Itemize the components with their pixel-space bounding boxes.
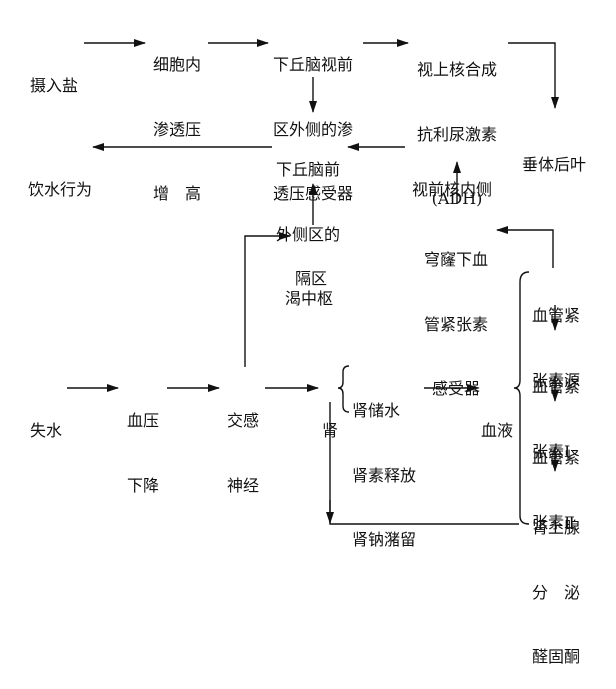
node-line: 肾储水 [352,401,401,420]
node-line: 肾钠潴留 [352,530,417,549]
arrow-layer [67,39,559,525]
node-thirst-center: 下丘脑前 外侧区的 渴中枢 [276,116,342,331]
node-line: 张素Ⅱ [532,512,575,532]
node-line: 增 高 [153,184,202,203]
brace-blood-products [513,271,530,525]
node-line: 交感 [227,411,260,430]
node-line: (ADH) [431,189,483,208]
node-line: 醛固酮 [532,647,581,666]
node-line: 肾上腺 [532,518,581,537]
node-angiotensinogen: 血管紧 张素源 [532,262,580,413]
node-line: 肾 [322,421,339,440]
node-line: 下丘脑前 [276,160,341,179]
node-septal-area: 隔区 [295,225,327,311]
node-line: 穹窿下血 [423,250,488,269]
node-line: 血管紧 [532,306,581,325]
node-line: 垂体后叶 [522,155,587,174]
arrow-angiotensinogen-to-sfo [496,226,554,268]
node-adh-synthesis: 视上核合成 抗利尿激素 (ADH) [410,16,504,231]
node-line: 管紧张素 [423,314,488,334]
node-line: 下丘脑视前 [273,55,354,74]
node-line: 神经 [227,475,260,495]
node-line: 分 泌 [532,582,581,602]
node-sfo-receptor: 穹窿下血 管紧张素 感受器 [420,206,492,421]
node-line: 抗利尿激素 [416,124,497,144]
node-line: 渴中枢 [284,289,333,308]
node-line: 张素源 [532,370,581,390]
node-aldosterone: 肾上腺 分 泌 醛固酮 [532,474,580,689]
node-line: 下降 [127,475,160,495]
node-cell-osmotic-rise: 细胞内 渗透压 增 高 [153,11,201,226]
node-blood: 血液 [481,377,513,463]
node-line: 失水 [30,421,63,440]
node-line: 透压感受器 [273,184,354,203]
node-line: 视上核合成 [416,60,497,79]
node-drinking-behavior: 饮水行为 [28,136,92,222]
node-kidney: 肾 [322,377,338,463]
node-osmoreceptor: 下丘脑视前 区外侧的渗 透压感受器 [273,11,353,226]
node-angiotensin-1: 血管紧 张素Ⅰ [532,333,580,484]
node-line: 视前核内侧 [412,180,493,199]
node-line: 血液 [481,421,514,440]
node-line: 肾素释放 [352,465,417,485]
node-line: 渗透压 [153,119,202,139]
node-kidney-effects: 肾储水 肾素释放 肾钠潴留 [352,357,416,572]
node-line: 外侧区的 [276,224,341,244]
node-line: 隔区 [295,269,328,288]
node-angiotensin-2: 血管紧 张素Ⅱ [532,404,580,555]
node-line: 血管紧 [532,377,581,396]
node-line: 血压 [127,411,160,430]
brace-kidney-effects [337,365,350,413]
node-line: 饮水行为 [28,180,93,199]
arrow-aldosterone-to-kidney [329,402,519,525]
arrow-adh-to-pituitary [508,42,559,109]
node-line: 张素Ⅰ [532,441,571,461]
node-water-loss: 失水 [30,377,62,463]
node-posterior-pituitary: 垂体后叶 [522,111,586,197]
node-line: 感受器 [431,379,480,398]
node-line: 区外侧的渗 [273,119,354,139]
node-sympathetic: 交感 神经 [227,367,259,518]
node-line: 血管紧 [532,448,581,467]
arrow-sympathetic-to-septal [244,232,291,367]
node-salt-intake: 摄入盐 [30,32,78,118]
node-line: 细胞内 [153,55,202,74]
node-bp-drop: 血压 下降 [127,367,159,518]
node-line: 摄入盐 [30,76,79,95]
node-medial-preoptic: 视前核内侧 [412,136,492,222]
